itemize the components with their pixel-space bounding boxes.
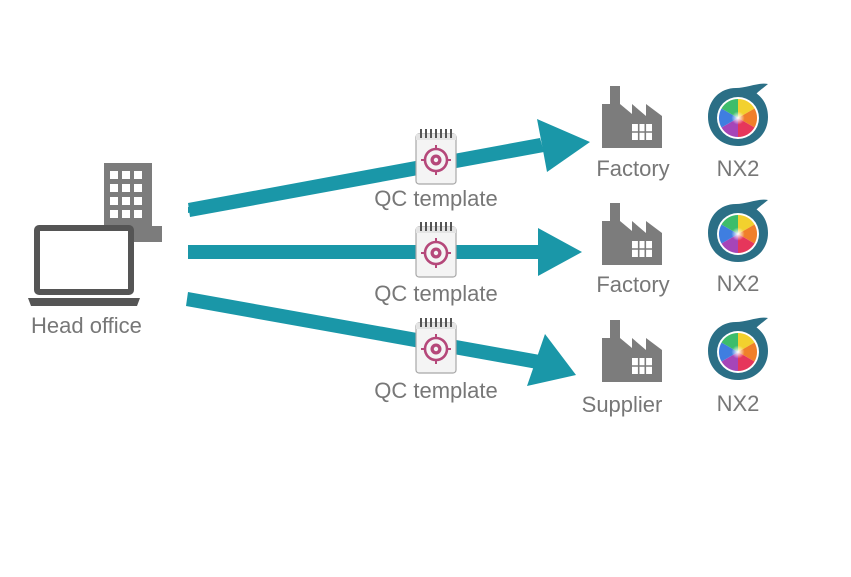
qc-template-icon-1 xyxy=(414,127,458,186)
nx2-icon-3 xyxy=(708,317,768,380)
qc-template-label-2: QC template xyxy=(374,281,498,306)
factory-label-1: Factory xyxy=(596,156,670,181)
qc-template-label-3: QC template xyxy=(374,378,498,403)
nx2-icon-1 xyxy=(708,83,768,146)
qc-template-label-1: QC template xyxy=(374,186,498,211)
factory-icon-3 xyxy=(601,319,663,383)
nx2-label-2: NX2 xyxy=(716,271,760,296)
nx2-icon-2 xyxy=(708,199,768,262)
arrow-to-factory-2 xyxy=(188,228,582,276)
factory-icon-2 xyxy=(601,202,663,266)
factory-icon-1 xyxy=(601,85,663,149)
head-office-label: Head office xyxy=(31,313,142,338)
arrow-to-supplier xyxy=(186,292,576,386)
qc-template-icon-2 xyxy=(414,220,458,279)
laptop-icon xyxy=(28,225,140,306)
nx2-label-3: NX2 xyxy=(716,391,760,416)
nx2-label-1: NX2 xyxy=(716,156,760,181)
office-building-icon xyxy=(104,163,162,242)
factory-label-2: Factory xyxy=(596,272,670,297)
qc-template-icon-3 xyxy=(414,316,458,375)
supplier-label: Supplier xyxy=(581,392,663,417)
